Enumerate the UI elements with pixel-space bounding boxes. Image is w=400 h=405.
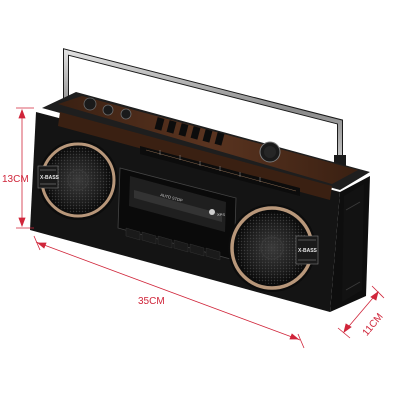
control-panel	[83, 97, 300, 196]
length-label: 35CM	[138, 296, 165, 307]
tuning-scale-marks	[159, 150, 261, 182]
dimension-length	[33, 235, 305, 349]
dimension-depth	[337, 285, 385, 339]
right-speaker: X-BASS	[228, 204, 319, 292]
brand-left: X-BASS	[40, 175, 60, 181]
height-label: 13CM	[2, 174, 29, 185]
cassette-label: AUTO STOP	[160, 192, 184, 203]
dimension-height	[16, 107, 34, 229]
depth-label: 11CM	[361, 311, 386, 338]
left-speaker: X-BASS	[37, 140, 118, 220]
speaker-grille-icon	[67, 169, 89, 191]
side-panel	[342, 184, 364, 302]
logo-text: XPS	[217, 212, 225, 217]
cassette-deck: AUTO STOP XPS	[117, 167, 237, 261]
brand-right: X-BASS	[298, 248, 318, 254]
